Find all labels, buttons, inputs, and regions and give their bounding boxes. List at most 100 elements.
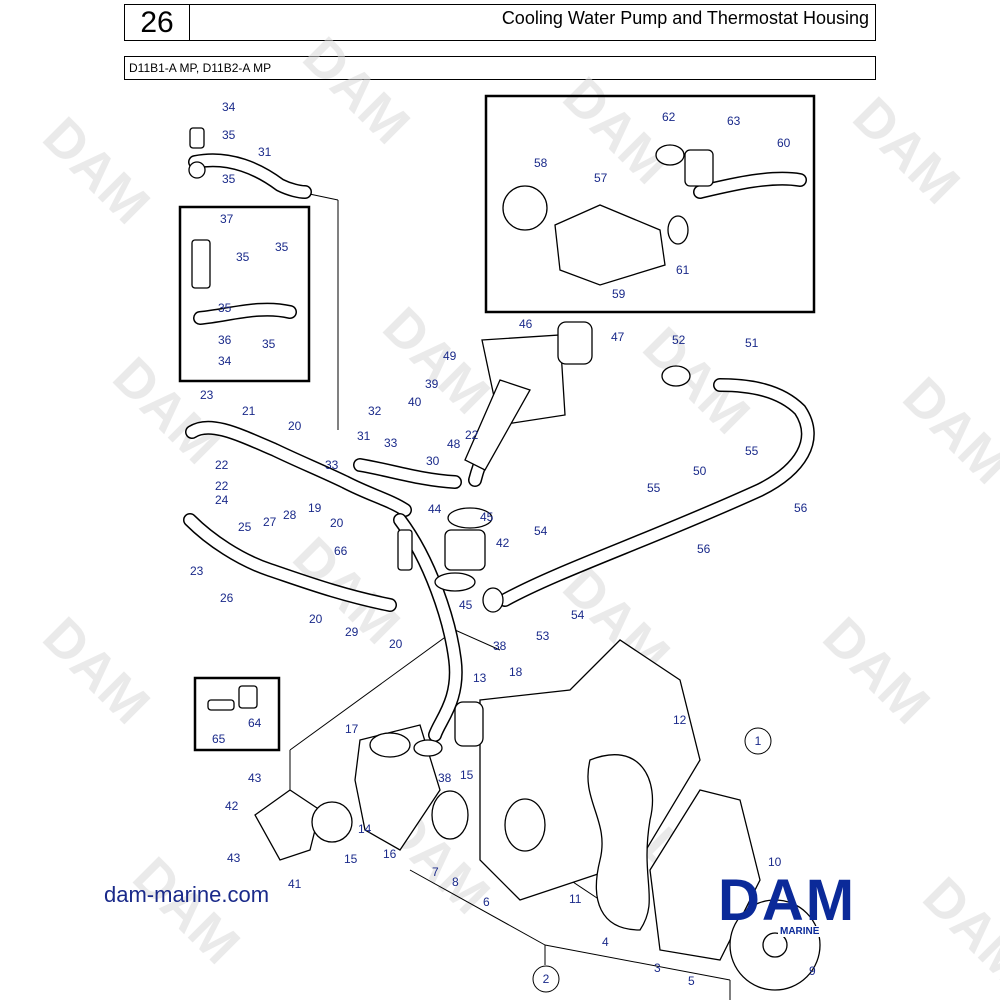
callout-51: 51: [745, 336, 759, 350]
callout-45: 45: [459, 598, 473, 612]
circled-callout-ring: [744, 727, 772, 755]
callout-22: 22: [215, 458, 229, 472]
fitting-65: [207, 699, 235, 711]
filter-37: [191, 239, 211, 289]
callout-35: 35: [275, 240, 289, 254]
callout-54: 54: [534, 524, 548, 538]
callout-21: 21: [242, 404, 256, 418]
watermark-text: DAM: [32, 106, 161, 235]
outlet-neck-44: [464, 379, 531, 471]
callout-20: 20: [330, 516, 344, 530]
callout-59: 59: [612, 287, 626, 301]
logo-subtext: MARINE: [778, 926, 822, 937]
callout-62: 62: [662, 110, 676, 124]
callout-56: 56: [794, 501, 808, 515]
callout-32: 32: [368, 404, 382, 418]
callout-13: 13: [473, 671, 487, 685]
watermark-text: DAM: [892, 366, 1000, 495]
circled-callouts: 12: [532, 727, 772, 993]
seal-ring-45: [447, 507, 493, 529]
housing-inlet: [369, 732, 411, 758]
callout-60: 60: [777, 136, 791, 150]
callout-31: 31: [357, 429, 371, 443]
watermark-text: DAM: [102, 346, 231, 475]
callout-22: 22: [215, 479, 229, 493]
o-ring-15: [311, 801, 353, 843]
callout-28: 28: [283, 508, 297, 522]
watermark-text: DAM: [912, 866, 1000, 995]
callout-55: 55: [745, 444, 759, 458]
callout-23: 23: [200, 388, 214, 402]
callout-8: 8: [452, 875, 459, 889]
watermark-text: DAM: [372, 296, 501, 425]
callout-20: 20: [389, 637, 403, 651]
website-url: dam-marine.com: [104, 882, 270, 907]
watermark-text: DAM: [292, 26, 421, 155]
callout-47: 47: [611, 330, 625, 344]
inset-box-thermostat: [484, 94, 816, 314]
callout-5: 5: [688, 974, 695, 988]
seal-62: [655, 144, 685, 166]
model-designation: D11B1-A MP, D11B2-A MP: [124, 56, 876, 80]
callout-20: 20: [309, 612, 323, 626]
cover-opening: [504, 798, 546, 852]
callout-34: 34: [218, 354, 232, 368]
o-ring-38: [413, 739, 443, 757]
watermark-text: DAM: [122, 846, 251, 975]
callout-53: 53: [536, 629, 550, 643]
watermark-text: DAM: [812, 606, 941, 735]
callout-19: 19: [308, 501, 322, 515]
callout-43: 43: [227, 851, 241, 865]
callout-34: 34: [222, 100, 236, 114]
callout-38: 38: [438, 771, 452, 785]
callout-30: 30: [426, 454, 440, 468]
bracket-66: [397, 529, 413, 571]
callout-18: 18: [509, 665, 523, 679]
callout-39: 39: [425, 377, 439, 391]
connector-44: [444, 529, 486, 571]
callout-40: 40: [408, 395, 422, 409]
callout-46: 46: [519, 317, 533, 331]
callout-35: 35: [222, 128, 236, 142]
housing-outlet-15: [431, 790, 469, 840]
pipes: [183, 153, 815, 742]
thermostat-58: [502, 185, 548, 231]
callout-23: 23: [190, 564, 204, 578]
callout-48: 48: [447, 437, 461, 451]
water-pump-3: [649, 789, 761, 961]
callout-16: 16: [383, 847, 397, 861]
callout-33: 33: [325, 458, 339, 472]
callout-12: 12: [673, 713, 687, 727]
callout-15: 15: [344, 852, 358, 866]
gasket-4: [587, 754, 654, 931]
callout-64: 64: [248, 716, 262, 730]
logo-text: DAM: [718, 868, 857, 933]
callout-14: 14: [358, 822, 372, 836]
pulley-hub: [762, 932, 788, 958]
watermark-text: DAM: [552, 66, 681, 195]
inset-box-oil-filter: [178, 205, 311, 383]
gasket-47: [557, 321, 593, 365]
callout-11: 11: [569, 892, 582, 906]
callout-15: 15: [460, 768, 474, 782]
callout-22: 22: [465, 428, 479, 442]
cover-41: [254, 789, 321, 861]
circled-callout-2: 2: [543, 972, 550, 986]
callout-33: 33: [384, 436, 398, 450]
callout-57: 57: [594, 171, 608, 185]
callout-58: 58: [534, 156, 548, 170]
callout-44: 44: [428, 502, 442, 516]
gasket-13: [454, 701, 484, 747]
callout-4: 4: [602, 935, 609, 949]
callout-6: 6: [483, 895, 490, 909]
callout-35: 35: [222, 172, 236, 186]
callout-25: 25: [238, 520, 252, 534]
components: [188, 127, 821, 991]
callout-45: 45: [480, 510, 494, 524]
dam-marine-logo: DAM MARINE: [718, 872, 900, 942]
callout-35: 35: [236, 250, 250, 264]
page-title: Cooling Water Pump and Thermostat Housin…: [189, 4, 876, 41]
callout-54: 54: [571, 608, 585, 622]
callout-10: 10: [768, 855, 782, 869]
